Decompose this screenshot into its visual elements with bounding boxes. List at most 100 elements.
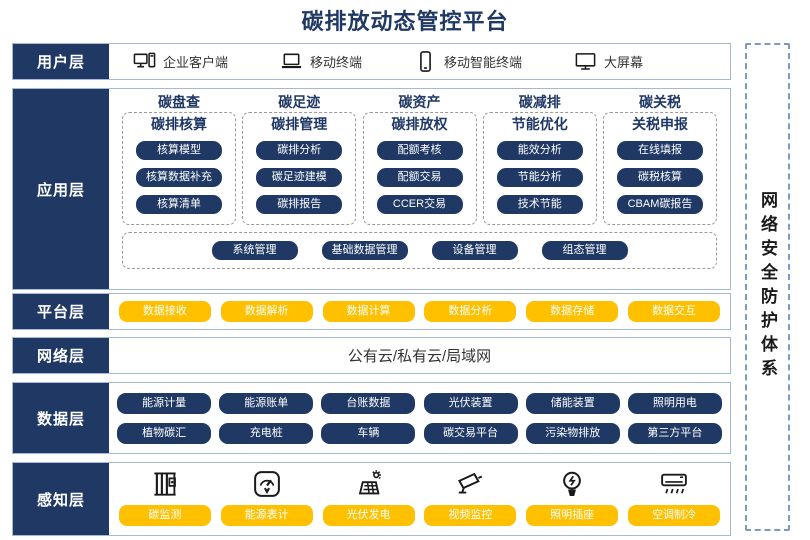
device-lighting-socket: 照明插座 — [526, 469, 619, 526]
device-pill: 照明插座 — [526, 505, 619, 526]
perception-devices: 碳监测 能源表计 光伏发电 — [109, 463, 730, 535]
platform-pill: 数据计算 — [322, 301, 415, 322]
data-source-pill: 碳交易平台 — [423, 422, 518, 444]
terminal-label: 移动终端 — [310, 55, 363, 70]
app-column-subtitle: 碳排放权 — [391, 116, 448, 132]
application-columns: 碳盘查 碳排核算 核算模型 核算数据补充 核算清单 碳足迹 碳排管理 碳排分析 — [109, 89, 730, 225]
light-bulb-icon — [557, 469, 587, 499]
laptop-icon — [280, 50, 303, 73]
security-protection-panel: 网络安全防护体系 — [745, 43, 790, 531]
device-energy-meter: 能源表计 — [220, 469, 313, 526]
data-source-row: 植物碳汇 充电桩 车辆 碳交易平台 污染物排放 第三方平台 — [109, 422, 730, 444]
air-conditioner-icon — [659, 469, 689, 499]
layer-label-network: 网络层 — [13, 338, 109, 373]
platform-pill: 数据接收 — [118, 301, 211, 322]
data-source-pill: 充电桩 — [219, 422, 314, 444]
smartphone-icon — [414, 50, 437, 73]
layer-label-data: 数据层 — [13, 383, 109, 453]
layer-label-application: 应用层 — [13, 89, 109, 289]
layer-perception: 感知层 碳监测 能源表计 — [12, 462, 731, 536]
app-column-box: 碳排核算 核算模型 核算数据补充 核算清单 — [122, 112, 236, 225]
terminal-enterprise-client: 企业客户端 — [133, 50, 228, 73]
terminal-big-screen: 大屏幕 — [574, 50, 643, 73]
device-carbon-monitoring: 碳监测 — [118, 469, 211, 526]
carbon-monitor-icon — [150, 469, 180, 499]
layer-label-platform: 平台层 — [13, 294, 109, 329]
app-module-pill: 能效分析 — [496, 141, 583, 160]
data-source-pill: 能源账单 — [219, 392, 314, 414]
app-column-box: 碳排管理 碳排分析 碳足迹建模 碳排报告 — [242, 112, 357, 225]
platform-pill: 数据交互 — [628, 301, 721, 322]
data-source-pill: 储能装置 — [525, 392, 620, 414]
app-module-pill: 配额交易 — [376, 168, 463, 187]
app-column-carbon-inventory: 碳盘查 碳排核算 核算模型 核算数据补充 核算清单 — [122, 94, 236, 225]
app-column-header: 碳资产 — [398, 94, 441, 110]
network-description: 公有云/私有云/局域网 — [347, 348, 492, 365]
app-module-pill: 碳排报告 — [256, 195, 343, 214]
data-source-pill: 照明用电 — [627, 392, 722, 414]
page-title: 碳排放动态管控平台 — [301, 9, 509, 34]
data-source-pill: 污染物排放 — [525, 422, 620, 444]
app-common-pill: 组态管理 — [541, 241, 628, 260]
app-column-header: 碳减排 — [518, 94, 561, 110]
app-column-header: 碳关税 — [639, 94, 681, 110]
device-pill: 光伏发电 — [322, 505, 415, 526]
data-source-pill: 车辆 — [321, 422, 416, 444]
application-modules: 碳盘查 碳排核算 核算模型 核算数据补充 核算清单 碳足迹 碳排管理 碳排分析 — [109, 89, 730, 289]
device-solar-power: 光伏发电 — [322, 469, 415, 526]
app-column-subtitle: 关税申报 — [632, 116, 688, 132]
app-column-box: 节能优化 能效分析 节能分析 技术节能 — [482, 112, 597, 225]
layer-data: 数据层 能源计量 能源账单 台账数据 光伏装置 储能装置 照明用电 植物碳汇 充… — [12, 382, 731, 454]
layer-application: 应用层 碳盘查 碳排核算 核算模型 核算数据补充 核算清单 碳足迹 — [12, 88, 731, 290]
platform-pill: 数据存储 — [526, 301, 619, 322]
app-common-pill: 设备管理 — [431, 241, 518, 260]
device-pill: 空调制冷 — [628, 505, 721, 526]
platform-capabilities: 数据接收 数据解析 数据计算 数据分析 数据存储 数据交互 — [109, 294, 730, 329]
layer-platform: 平台层 数据接收 数据解析 数据计算 数据分析 数据存储 数据交互 — [12, 293, 731, 330]
security-panel-label: 网络安全防护体系 — [758, 191, 777, 383]
energy-meter-icon — [252, 469, 282, 499]
data-source-pill: 光伏装置 — [423, 392, 518, 414]
app-module-pill: 核算模型 — [136, 141, 222, 160]
terminal-smart-mobile: 移动智能终端 — [414, 50, 522, 73]
app-column-carbon-tariff: 碳关税 关税申报 在线填报 碳税核算 CBAM碳报告 — [603, 94, 717, 225]
app-column-header: 碳盘查 — [158, 94, 200, 110]
data-source-pill: 第三方平台 — [627, 422, 722, 444]
app-column-header: 碳足迹 — [278, 94, 321, 110]
device-pill: 视频监控 — [424, 505, 517, 526]
cctv-camera-icon — [455, 469, 485, 499]
platform-pill: 数据分析 — [424, 301, 517, 322]
solar-panel-icon — [354, 469, 384, 499]
layer-stack: 用户层 企业客户端 移动终端 — [12, 43, 731, 536]
layer-label-perception: 感知层 — [13, 463, 109, 535]
app-module-pill: CCER交易 — [376, 195, 463, 214]
data-sources: 能源计量 能源账单 台账数据 光伏装置 储能装置 照明用电 植物碳汇 充电桩 车… — [109, 383, 730, 453]
app-module-pill: CBAM碳报告 — [617, 195, 703, 214]
app-module-pill: 在线填报 — [617, 141, 703, 160]
app-common-pill: 基础数据管理 — [321, 241, 408, 260]
terminal-label: 大屏幕 — [604, 55, 644, 70]
app-module-pill: 碳足迹建模 — [256, 168, 343, 187]
layer-user: 用户层 企业客户端 移动终端 — [12, 43, 731, 80]
app-column-subtitle: 碳排管理 — [271, 116, 328, 132]
device-pill: 碳监测 — [118, 505, 211, 526]
app-module-pill: 碳税核算 — [617, 168, 703, 187]
app-module-pill: 碳排分析 — [256, 141, 343, 160]
terminal-label: 企业客户端 — [163, 55, 229, 70]
desktop-pc-icon — [133, 50, 156, 73]
app-column-box: 碳排放权 配额考核 配额交易 CCER交易 — [362, 112, 477, 225]
data-source-pill: 植物碳汇 — [117, 422, 212, 444]
app-module-pill: 核算数据补充 — [136, 168, 222, 187]
app-common-pill: 系统管理 — [211, 241, 298, 260]
app-column-carbon-asset: 碳资产 碳排放权 配额考核 配额交易 CCER交易 — [362, 94, 477, 225]
app-module-pill: 核算清单 — [136, 195, 222, 214]
terminal-mobile: 移动终端 — [280, 50, 362, 73]
device-pill: 能源表计 — [220, 505, 313, 526]
app-module-pill: 节能分析 — [496, 168, 583, 187]
platform-pill: 数据解析 — [220, 301, 313, 322]
app-column-carbon-footprint: 碳足迹 碳排管理 碳排分析 碳足迹建模 碳排报告 — [242, 94, 357, 225]
app-module-pill: 技术节能 — [496, 195, 583, 214]
user-terminal-list: 企业客户端 移动终端 移动智能终端 — [109, 44, 730, 79]
app-column-carbon-reduction: 碳减排 节能优化 能效分析 节能分析 技术节能 — [482, 94, 597, 225]
